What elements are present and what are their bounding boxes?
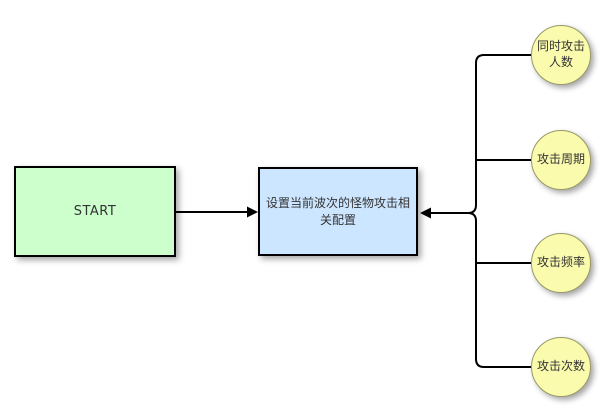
arrowhead-into-config-left	[247, 206, 258, 218]
circle-node-label: 攻击次数	[536, 359, 585, 374]
circle-node-attack-period[interactable]: 攻击周期	[531, 130, 591, 190]
edge-circles-trunk	[467, 54, 531, 368]
circle-node-label: 攻击频率	[536, 255, 585, 270]
arrowhead-into-config-right	[420, 207, 431, 219]
circle-node-label: 同时攻击人数	[536, 39, 585, 69]
circle-node-attack-frequency[interactable]: 攻击频率	[531, 233, 591, 293]
circle-node-label: 攻击周期	[536, 152, 585, 167]
circle-node-simultaneous-attackers[interactable]: 同时攻击人数	[531, 25, 591, 85]
start-node-label: START	[73, 204, 117, 219]
start-node[interactable]: START	[14, 166, 176, 257]
circle-node-attack-count[interactable]: 攻击次数	[531, 337, 591, 397]
config-node[interactable]: 设置当前波次的怪物攻击相关配置	[258, 167, 418, 256]
config-node-label: 设置当前波次的怪物攻击相关配置	[265, 196, 410, 227]
